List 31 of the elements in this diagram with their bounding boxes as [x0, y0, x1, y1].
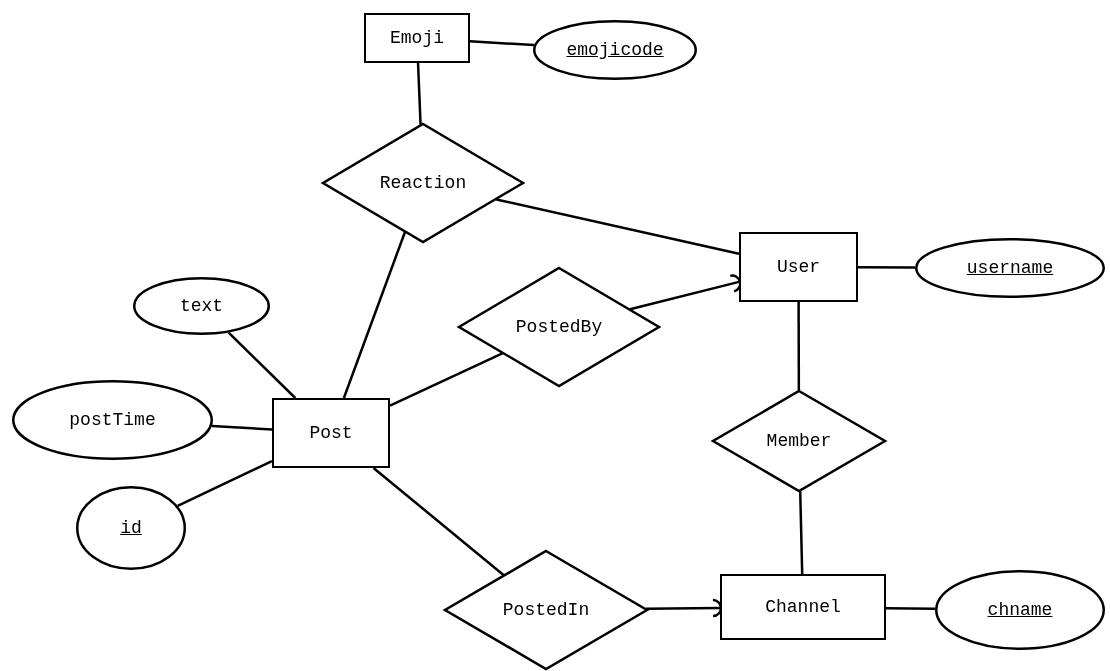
connector-line: [211, 424, 273, 431]
relationship-name: PostedBy: [515, 317, 603, 337]
key-attribute-name: username: [966, 258, 1054, 278]
entity-box: [364, 13, 470, 63]
key-attribute-name: emojicode: [566, 40, 664, 60]
connector-line: [496, 198, 740, 255]
connector-line: [797, 302, 801, 391]
key-attribute-name: chname: [987, 600, 1053, 620]
entity-name: User: [776, 257, 821, 277]
connector-line: [177, 459, 273, 507]
connector-line: [798, 491, 804, 575]
attribute-name: text: [179, 296, 224, 316]
relationship-name: PostedIn: [502, 600, 590, 620]
entity-name: Channel: [765, 597, 841, 617]
connector-line: [372, 467, 505, 576]
connector-line: [886, 606, 936, 611]
connector-line: [342, 231, 407, 399]
relationship-name: Reaction: [379, 173, 467, 193]
relationship-name: Member: [766, 431, 832, 451]
connector-line: [858, 266, 915, 269]
entity-box: [739, 232, 858, 302]
entity-box: [720, 574, 886, 640]
key-attribute-name: id: [120, 518, 142, 538]
connector-line: [389, 352, 503, 407]
attribute-name: postTime: [69, 410, 156, 430]
connector-line: [469, 39, 535, 47]
connector-line: [227, 331, 297, 399]
connector-line: [416, 62, 422, 125]
entity-box: [272, 398, 390, 468]
entity-name: Post: [309, 423, 353, 443]
entity-name: Emoji: [390, 28, 444, 48]
